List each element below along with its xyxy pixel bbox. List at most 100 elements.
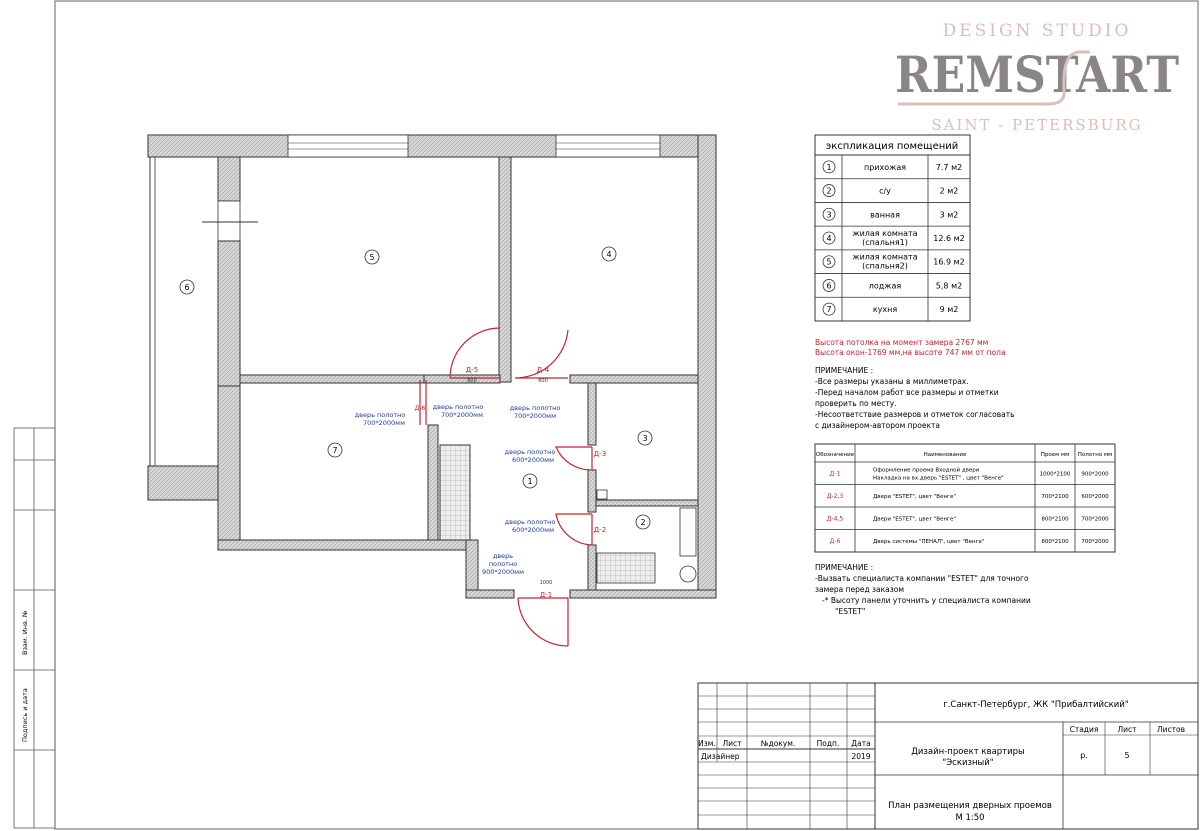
room-number: 3	[826, 210, 831, 219]
door-dim: 800	[538, 378, 548, 384]
window	[217, 200, 241, 242]
room-name: лоджая	[869, 281, 902, 290]
wall	[697, 134, 717, 591]
room-number-circle	[822, 255, 836, 269]
room-number-circle	[822, 302, 836, 316]
door-mark: Д-6	[415, 405, 426, 412]
logo-top-line: DESIGN STUDIO	[943, 21, 1132, 41]
door-dim: 800	[467, 378, 477, 384]
door-table-name: Дверь системы "ПЕНАЛ", цвет "Венге"	[873, 539, 984, 545]
title-col-doc: №докум.	[761, 739, 796, 748]
door-label-line1: дверь	[493, 552, 513, 560]
door-swing-d3	[555, 446, 593, 471]
floor-plan: 5 4 6 7 1 3 2 Д-5 800 Д-4	[147, 134, 717, 647]
room-area: 9 м2	[940, 305, 959, 314]
room-number: 3	[642, 434, 647, 443]
room-number: 4	[606, 250, 611, 259]
title-sheet-title2: М 1:50	[955, 813, 984, 823]
title-sheet-header: Лист	[1117, 725, 1137, 734]
wall	[465, 589, 515, 599]
door-table-name: Двери "ESTET", цвет "Венге"	[873, 516, 956, 522]
door-mark: Д-5	[466, 366, 478, 374]
door-label-line1: дверь полотно	[510, 404, 561, 412]
door-label-line2: 700*2000мм	[441, 411, 483, 419]
red-note: Высота окон-1769 мм,на высоте 747 мм от …	[815, 348, 1006, 357]
door-table-header: Наименование	[924, 452, 967, 458]
room-number: 5	[826, 258, 831, 267]
room-name-line2: (спальня2)	[862, 262, 908, 271]
note-line: -Несоответствие размеров и отметок согла…	[815, 410, 1015, 419]
room-number-circle	[822, 184, 836, 197]
wall	[569, 589, 717, 599]
note-line: -Вызвать специалиста компании "ESTET" дл…	[815, 574, 1029, 583]
title-col-list: Лист	[722, 739, 742, 748]
door-mark: Д-3	[594, 450, 606, 458]
wall	[147, 465, 219, 501]
shower-panel	[679, 507, 697, 557]
room-number: 7	[826, 305, 831, 314]
door-mark: Д-4	[537, 366, 550, 374]
door-table-mark: Д-4,5	[827, 515, 844, 522]
door-table-leaf: 900*2000	[1081, 471, 1109, 477]
room-area: 3 м2	[940, 210, 959, 219]
title-block: Изм. Лист №докум. Подп. Дата Дизайнер 20…	[697, 682, 1199, 830]
room-name: прихожая	[864, 163, 906, 172]
note-title: ПРИМЕЧАНИЕ :	[815, 563, 873, 572]
room-number: 2	[640, 518, 645, 527]
door-swing-d4	[514, 329, 569, 379]
door-swing-d6	[419, 380, 427, 425]
room-number: 4	[826, 234, 831, 243]
toilet	[679, 565, 697, 583]
door-swing-d2	[555, 513, 593, 546]
explication-title: экспликация помещений	[826, 141, 959, 152]
door-table-mark: Д-1	[830, 470, 841, 477]
logo-swoosh	[898, 50, 1090, 106]
room-number-circle	[822, 160, 836, 174]
door-label-line1: дверь полотно	[355, 411, 406, 419]
door-label-line2: 700*2000мм	[514, 412, 556, 420]
red-note: Высота потолка на момент замера 2767 мм	[815, 338, 988, 347]
door-labels: Д-5 800 Д-4 800 дверь полотно 700*2000мм…	[355, 366, 607, 599]
note-block-1: ПРИМЕЧАНИЕ : -Все размеры указаны в милл…	[815, 366, 1015, 430]
room-number: 7	[332, 446, 337, 455]
room-name: кухня	[873, 305, 898, 314]
door-label-line2: 600*2000мм	[512, 526, 554, 534]
door-table-name: Накладка на вх.дверь "ESTET" , цвет "Вен…	[873, 475, 1004, 481]
wall	[427, 424, 439, 541]
wall	[239, 374, 441, 384]
wall	[587, 469, 597, 513]
title-col-date: Дата	[851, 739, 870, 748]
utility-shaft	[439, 444, 471, 541]
studio-logo: DESIGN STUDIO REMSTART SAINT - PETERSBUR…	[895, 21, 1179, 134]
sheet-frame	[54, 0, 1199, 830]
room-number: 1	[527, 477, 532, 486]
door-swing-d5	[449, 327, 501, 379]
wall	[217, 156, 241, 202]
wall	[423, 374, 501, 384]
note-line: проверить по месту.	[815, 399, 897, 408]
door-table-opening: 1000*2100	[1040, 471, 1071, 477]
door-label-line3: 900*2000мм	[482, 568, 524, 576]
room-number: 1	[826, 163, 831, 172]
wall	[569, 374, 699, 384]
room-name-line1: жилая комната	[852, 229, 917, 238]
wall	[587, 382, 597, 446]
door-table-name: Оформление проема Входной двери	[873, 466, 980, 473]
ceiling-notes: Высота потолка на момент замера 2767 мм …	[815, 338, 1006, 357]
room-name-line1: жилая комната	[852, 253, 917, 262]
door-table-opening: 800*2100	[1041, 539, 1069, 545]
door-label-line1: дверь полотно	[433, 403, 484, 411]
logo-bottom-line: SAINT - PETERSBURG	[931, 116, 1142, 134]
title-col-sign: Подп.	[817, 739, 840, 748]
note-line: -* Высоту панели уточнить у специалиста …	[822, 596, 1031, 605]
wall	[498, 156, 512, 383]
door-label-line2: полотно	[489, 560, 517, 568]
title-project-line1: Дизайн-проект квартиры	[911, 747, 1025, 757]
note-block-2: ПРИМЕЧАНИЕ : -Вызвать специалиста компан…	[815, 563, 1031, 616]
room-area: 7.7 м2	[936, 163, 962, 172]
door-swing-d1	[517, 597, 569, 647]
doors	[419, 327, 593, 647]
door-dim: 1000	[540, 580, 553, 586]
